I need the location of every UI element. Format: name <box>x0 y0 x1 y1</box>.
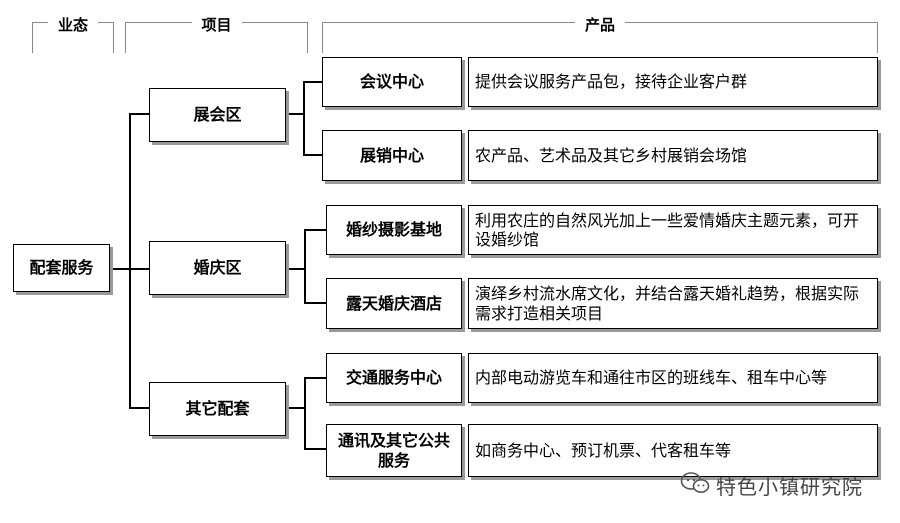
project-exhibition-sales-center: 展销中心 <box>322 130 462 181</box>
connector <box>286 268 305 270</box>
connector <box>304 448 326 450</box>
connector <box>303 81 322 83</box>
header-product: 产品 <box>322 8 878 53</box>
connector <box>304 377 306 450</box>
connector <box>304 229 306 304</box>
connector <box>304 377 326 379</box>
header-project-label: 项目 <box>191 14 242 35</box>
product-communication-public-service: 如商务中心、预订机票、代客租车等 <box>468 424 878 477</box>
connector <box>129 407 149 409</box>
connector <box>304 229 326 231</box>
connector <box>129 268 149 270</box>
zone-wedding: 婚庆区 <box>149 241 286 295</box>
connector <box>303 81 305 156</box>
project-communication-public-service: 通讯及其它公共服务 <box>326 424 462 477</box>
watermark-text: 特色小镇研究院 <box>716 474 863 499</box>
zone-exhibition: 展会区 <box>149 88 286 142</box>
connector <box>286 407 305 409</box>
product-exhibition-sales-center: 农产品、艺术品及其它乡村展销会场馆 <box>468 130 878 181</box>
project-conference-center: 会议中心 <box>322 57 462 107</box>
connector <box>129 113 131 409</box>
connector <box>110 268 130 270</box>
header-project: 项目 <box>125 8 308 53</box>
zone-other: 其它配套 <box>149 382 286 436</box>
header-format: 业态 <box>32 8 114 53</box>
connector <box>286 113 304 115</box>
product-transport-service-center: 内部电动游览车和通往市区的班线车、租车中心等 <box>468 353 878 403</box>
root-node: 配套服务 <box>13 244 110 292</box>
connector <box>129 113 149 115</box>
product-outdoor-wedding-hotel: 演绎乡村流水席文化，并结合露天婚礼趋势，根据实际需求打造相关项目 <box>468 278 878 329</box>
project-transport-service-center: 交通服务中心 <box>326 353 462 403</box>
connector <box>303 154 322 156</box>
watermark: 特色小镇研究院 <box>680 470 863 500</box>
project-outdoor-wedding-hotel: 露天婚庆酒店 <box>326 278 462 329</box>
header-format-label: 业态 <box>47 14 99 35</box>
project-wedding-photo-base: 婚纱摄影基地 <box>326 205 462 255</box>
product-wedding-photo-base: 利用农庄的自然风光加上一些爱情婚庆主题元素，可开设婚纱馆 <box>468 205 878 255</box>
product-conference-center: 提供会议服务产品包，接待企业客户群 <box>468 57 878 107</box>
connector <box>304 302 326 304</box>
header-product-label: 产品 <box>574 14 626 35</box>
wechat-icon <box>680 471 710 500</box>
